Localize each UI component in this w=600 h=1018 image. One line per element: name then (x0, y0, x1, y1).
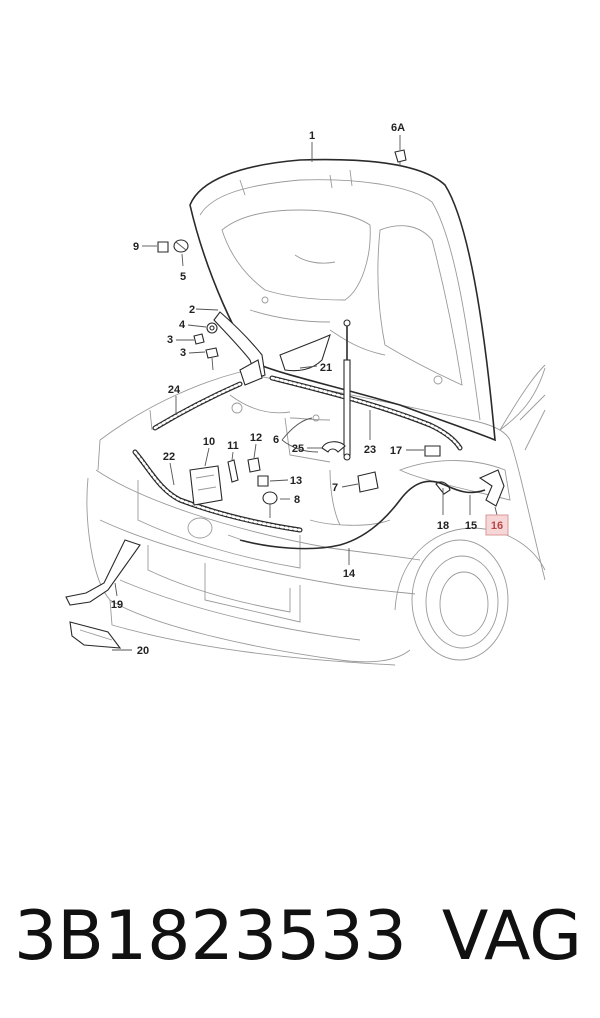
callout-16: 16 (491, 520, 503, 532)
callout-6A: 6A (391, 122, 405, 134)
callout-4: 4 (179, 319, 186, 331)
callout-11: 11 (227, 440, 239, 452)
gas-strut (343, 319, 351, 461)
callout-16-highlight: 16 (485, 514, 509, 536)
callout-9: 9 (133, 241, 139, 253)
callout-13: 13 (290, 475, 302, 487)
callout-2: 2 (189, 304, 195, 316)
callout-24: 24 (168, 384, 181, 396)
leader-lines (112, 135, 498, 651)
callout-6: 6 (273, 434, 279, 446)
callout-7: 7 (332, 482, 338, 494)
bracket-21 (279, 334, 331, 372)
callout-22: 22 (163, 451, 175, 463)
callout-17: 17 (390, 445, 402, 457)
seal-strip-23 (269, 375, 463, 451)
callout-10: 10 (203, 436, 215, 448)
callout-8: 8 (294, 494, 300, 506)
hardware (157, 149, 505, 518)
cover-20 (69, 621, 122, 649)
release-cable (227, 480, 486, 550)
exploded-parts-diagram: 1 6A 9 5 2 4 3 3 21 24 6 12 10 11 25 23 … (65, 122, 546, 666)
callout-23: 23 (364, 444, 376, 456)
callout-15: 15 (465, 520, 477, 532)
callout-3: 3 (167, 334, 173, 346)
car-body (86, 364, 546, 666)
callout-14: 14 (343, 568, 356, 580)
callout-25: 25 (292, 443, 304, 455)
seal-strip-24 (152, 381, 243, 431)
callout-labels: 1 6A 9 5 2 4 3 3 21 24 6 12 10 11 25 23 … (111, 122, 509, 657)
lever-19 (65, 539, 141, 606)
callout-21: 21 (320, 362, 332, 374)
callout-3: 3 (180, 347, 186, 359)
part-number: 3B1823533 (14, 897, 407, 976)
callout-5: 5 (180, 271, 186, 283)
callout-12: 12 (250, 432, 262, 444)
brand-name: VAG (441, 897, 582, 976)
seal-strip-22 (132, 449, 303, 533)
callout-18: 18 (437, 520, 449, 532)
callout-1: 1 (309, 130, 315, 142)
hinge (213, 311, 266, 386)
callout-20: 20 (137, 645, 149, 657)
callout-19: 19 (111, 599, 123, 611)
